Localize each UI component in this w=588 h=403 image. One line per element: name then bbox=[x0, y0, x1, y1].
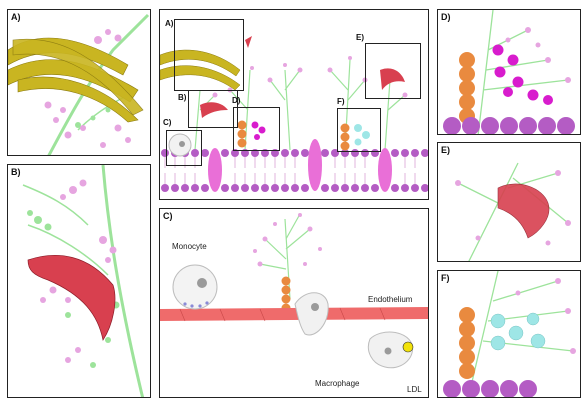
cell-surface-overview bbox=[160, 36, 428, 192]
panel-right-f: F) bbox=[437, 270, 581, 398]
inset-label-e: E) bbox=[356, 33, 364, 42]
monocyte-endothelium-illustration bbox=[160, 213, 428, 369]
red-protein-e-illustration bbox=[455, 162, 571, 261]
inset-label-a: A) bbox=[165, 19, 174, 28]
red-protein-glycan-illustration bbox=[22, 165, 145, 397]
inset-label-f: F) bbox=[337, 97, 345, 106]
inset-e[interactable] bbox=[365, 43, 421, 99]
panel-label: D) bbox=[441, 12, 451, 22]
panel-right-d: D) bbox=[437, 9, 581, 135]
endothelium-label: Endothelium bbox=[368, 295, 413, 304]
panel-label: B) bbox=[11, 167, 21, 177]
inset-label-d: D) bbox=[232, 96, 241, 105]
inset-label-b: B) bbox=[178, 93, 187, 102]
inset-c[interactable] bbox=[166, 130, 202, 166]
inset-d[interactable] bbox=[233, 107, 280, 151]
orange-magenta-illustration bbox=[443, 10, 575, 134]
panel-left-b: B) bbox=[7, 164, 151, 398]
monocyte-label: Monocyte bbox=[172, 242, 207, 251]
inset-f[interactable] bbox=[337, 108, 381, 152]
panel-right-e: E) bbox=[437, 142, 581, 262]
macrophage-label: Macrophage bbox=[315, 379, 360, 388]
inset-a[interactable] bbox=[174, 19, 244, 91]
panel-center-top: A) A) B) C) D) E) F) bbox=[159, 9, 429, 200]
panel-left-a: A) bbox=[7, 9, 151, 156]
orange-cyan-illustration bbox=[443, 271, 576, 397]
inset-b[interactable] bbox=[188, 90, 238, 128]
ldl-label: LDL bbox=[407, 385, 422, 394]
panel-label: F) bbox=[441, 273, 450, 283]
panel-label: E) bbox=[441, 145, 450, 155]
panel-label: A) bbox=[11, 12, 21, 22]
collagen-glycan-illustration bbox=[8, 13, 150, 155]
membrane-bilayer bbox=[161, 139, 428, 192]
panel-center-c: C) Monocyte Endothelium Macrophage LDL bbox=[159, 208, 429, 398]
inset-label-c: C) bbox=[163, 118, 172, 127]
panel-label: C) bbox=[163, 211, 173, 221]
